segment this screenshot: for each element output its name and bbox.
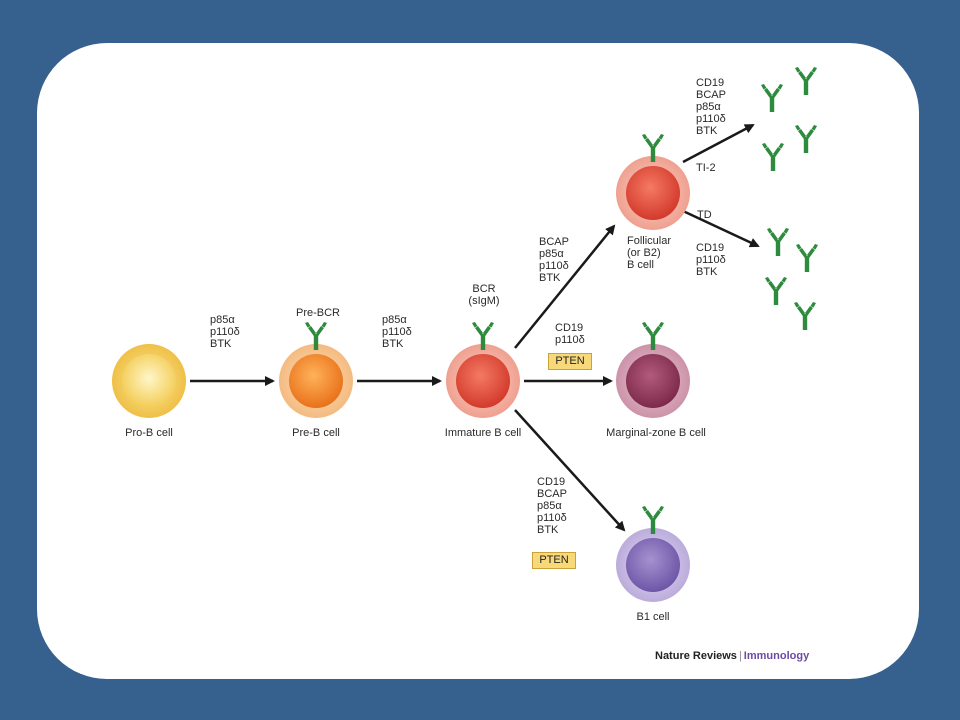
factors-ti2: CD19 BCAP p85α p110δ BTK (696, 77, 726, 137)
bcr-label: BCR (sIgM) (468, 283, 500, 307)
antibody-icon (765, 277, 787, 305)
follicular-b-cell (616, 156, 690, 230)
follicular-b-cell-label: Follicular (or B2) B cell (627, 235, 672, 271)
pre-bcr-label: Pre-BCR (295, 307, 341, 319)
factors-to-follicular: BCAP p85α p110δ BTK (539, 236, 569, 284)
pre-b-cell (279, 344, 353, 418)
journal-credit: Nature Reviews|Immunology (655, 650, 810, 662)
pre-b-cell-label: Pre-B cell (292, 427, 340, 439)
immature-b-cell (446, 344, 520, 418)
antibody-icon (794, 302, 816, 330)
antibody-icon (761, 84, 783, 112)
pro-b-cell (112, 344, 186, 418)
factors-to-b1: CD19 BCAP p85α p110δ BTK (537, 476, 567, 536)
b1-cell (616, 528, 690, 602)
antibody-icon (767, 228, 789, 256)
factors-to-marginal: CD19 p110δ (555, 322, 585, 346)
b1-cell-label: B1 cell (636, 611, 670, 623)
arrow-immature-to-b1 (514, 409, 626, 532)
factors-td: CD19 p110δ BTK (696, 242, 726, 278)
pro-b-cell-label: Pro-B cell (125, 427, 173, 439)
pten-badge-marginal: PTEN (548, 353, 592, 370)
pten-badge-b1: PTEN (532, 552, 576, 569)
factors-pre-to-immature: p85α p110δ BTK (382, 314, 412, 350)
arrow-follicular-ti2 (682, 123, 755, 164)
immature-b-cell-label: Immature B cell (444, 427, 522, 439)
td-label: TD (697, 209, 712, 221)
antibody-icon (795, 67, 817, 95)
arrow-follicular-td (682, 209, 760, 248)
antibody-icon (796, 244, 818, 272)
arrow-immature-to-follicular (514, 224, 616, 349)
antibody-icon (762, 143, 784, 171)
marginal-zone-b-cell (616, 344, 690, 418)
marginal-zone-b-cell-label: Marginal-zone B cell (606, 427, 706, 439)
antibody-icon (795, 125, 817, 153)
ti2-label: TI-2 (696, 162, 716, 174)
factors-pro-to-pre: p85α p110δ BTK (210, 314, 240, 350)
